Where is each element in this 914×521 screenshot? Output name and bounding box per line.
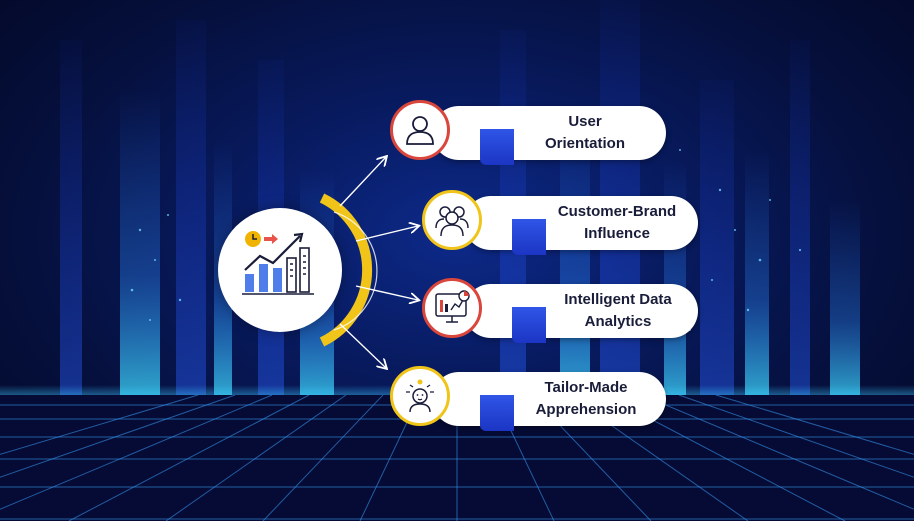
growth-chart-icon bbox=[242, 231, 314, 295]
arrow-4 bbox=[339, 323, 386, 368]
user-icon bbox=[406, 116, 434, 145]
item-pill bbox=[432, 372, 666, 426]
item-tab bbox=[512, 307, 546, 343]
item-icon-circle bbox=[390, 100, 450, 160]
thinking-person-icon bbox=[406, 379, 434, 413]
yellow-arc bbox=[319, 193, 373, 347]
item-icon-circle bbox=[422, 278, 482, 338]
item-tab bbox=[480, 129, 514, 165]
data-dashboard-icon bbox=[435, 290, 470, 323]
item-icon-circle bbox=[390, 366, 450, 426]
hub-circle bbox=[218, 208, 342, 332]
white-arc bbox=[333, 211, 378, 331]
arrow-2 bbox=[355, 226, 418, 242]
arrow-3 bbox=[355, 285, 418, 300]
item-pill bbox=[432, 106, 666, 160]
item-icon-circle bbox=[422, 190, 482, 250]
item-pill bbox=[464, 284, 698, 338]
people-group-icon bbox=[435, 206, 469, 237]
item-pill bbox=[464, 196, 698, 250]
grid-floor bbox=[0, 395, 914, 521]
item-tab bbox=[512, 219, 546, 255]
item-tab bbox=[480, 395, 514, 431]
arrow-1 bbox=[339, 157, 386, 207]
